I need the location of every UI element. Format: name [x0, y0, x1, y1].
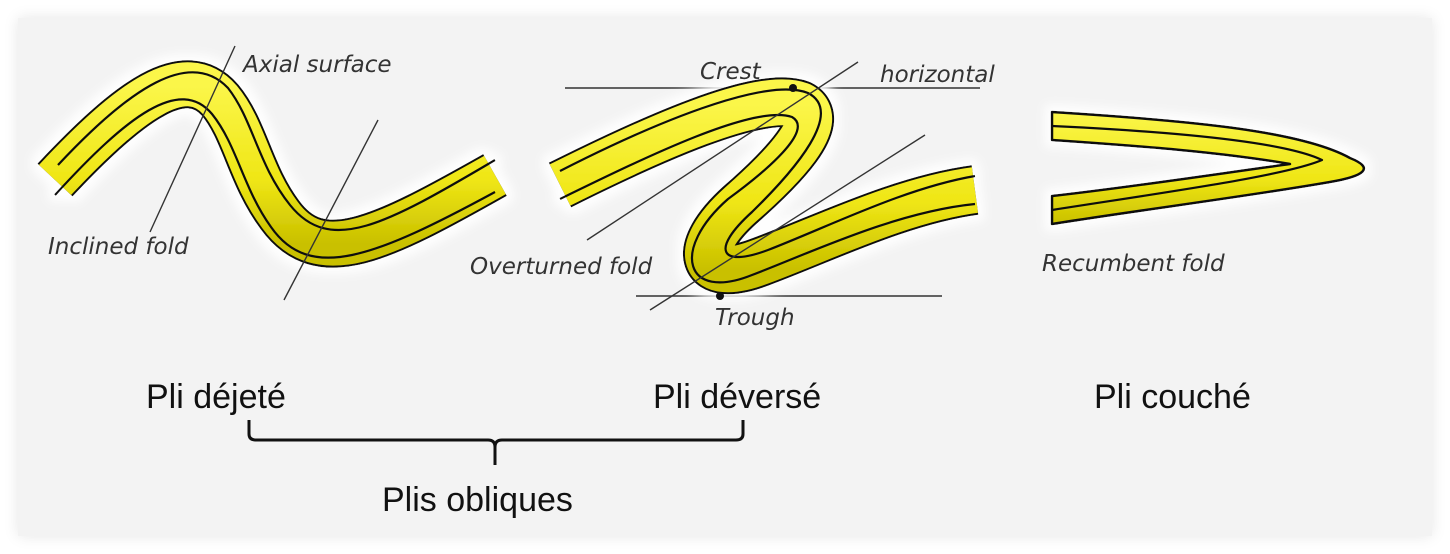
oblique-folds-caption: Plis obliques: [382, 481, 573, 519]
inclined-fold-label: Inclined fold: [48, 234, 189, 260]
crest-point: [789, 84, 797, 92]
oblique-folds-bracket: [247, 420, 745, 465]
recumbent-fold-caption: Pli couché: [1094, 378, 1251, 416]
recumbent-fold-bedding-line-1: [1051, 124, 1324, 212]
crest-label: Crest: [700, 59, 762, 85]
overturned-fold-bedding-line-1: [559, 88, 976, 259]
overturned-fold: [548, 77, 979, 295]
inclined-fold-bedding-line-2: [54, 98, 496, 259]
inclined-axial-surface-line-2: [283, 119, 379, 301]
trough-point: [716, 292, 724, 300]
overturned-fold-bedding-line-2: [559, 113, 976, 284]
overturned-axial-surface-line: [586, 61, 859, 241]
trough-label: Trough: [715, 305, 795, 331]
inclined-fold: [37, 60, 507, 268]
inclined-fold-caption: Pli déjeté: [146, 378, 286, 416]
recumbent-fold: [1050, 110, 1365, 226]
inclined-axial-surface-line: [149, 45, 236, 233]
overturned-fold-layers: [549, 79, 979, 293]
recumbent-fold-label: Recumbent fold: [1042, 251, 1225, 277]
overturned-fold-label: Overturned fold: [470, 254, 653, 280]
inclined-fold-bedding-line-1: [57, 71, 496, 231]
recumbent-fold-body: [1050, 110, 1365, 226]
overturned-axial-surface-line-2: [649, 134, 926, 311]
inclined-fold-layers: [38, 62, 506, 266]
axial-surface-label: Axial surface: [241, 52, 392, 78]
horizontal-label: horizontal: [880, 62, 995, 88]
overturned-fold-caption: Pli déversé: [653, 378, 821, 416]
